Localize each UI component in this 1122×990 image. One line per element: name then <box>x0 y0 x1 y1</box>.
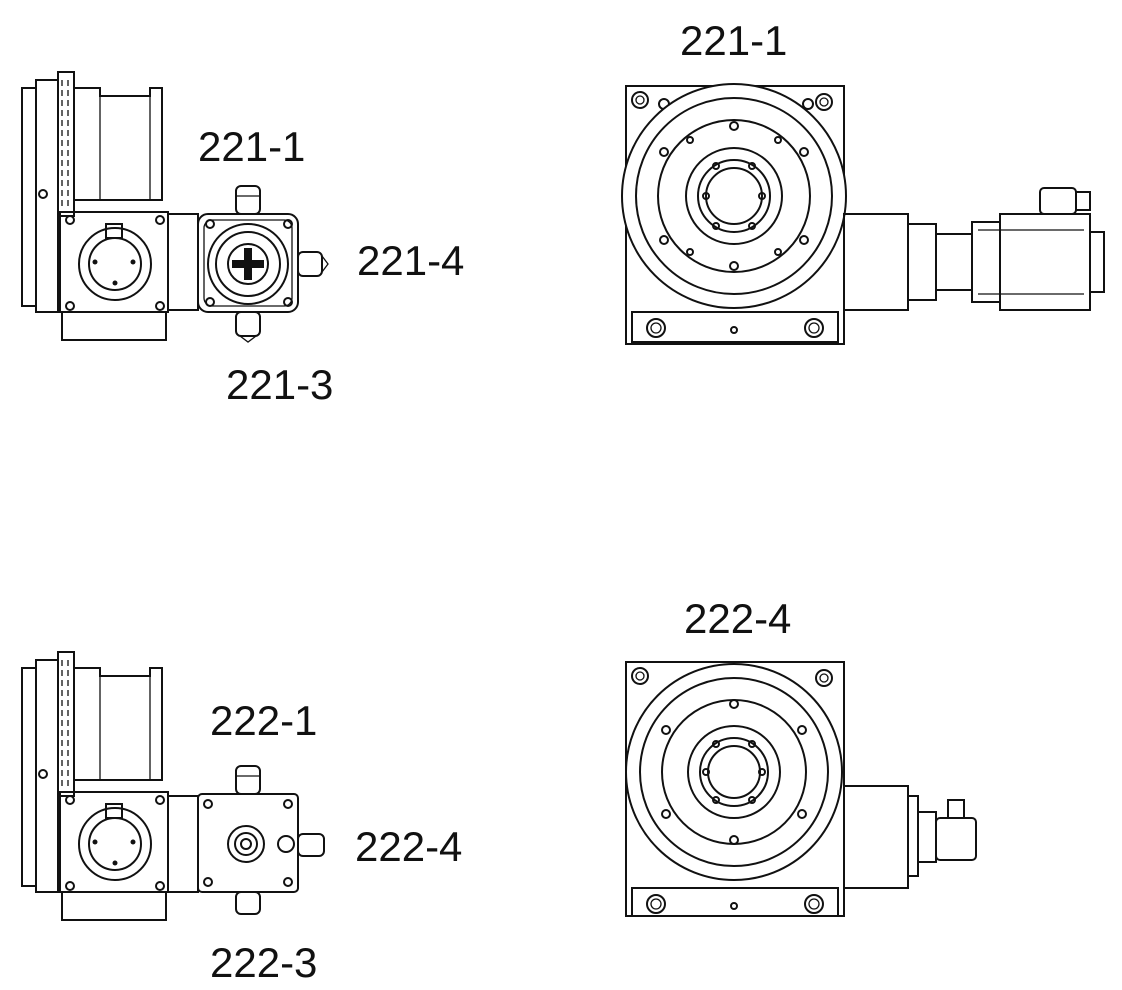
label-221-1-side: 221-1 <box>198 123 306 170</box>
label-222-4-side: 222-4 <box>355 823 463 870</box>
label-222-1: 222-1 <box>210 697 318 744</box>
label-221-1-front: 221-1 <box>680 17 788 64</box>
label-222-3: 222-3 <box>210 939 318 986</box>
label-222-4-front: 222-4 <box>684 595 792 642</box>
label-221-4: 221-4 <box>357 237 465 284</box>
label-221-3: 221-3 <box>226 361 334 408</box>
